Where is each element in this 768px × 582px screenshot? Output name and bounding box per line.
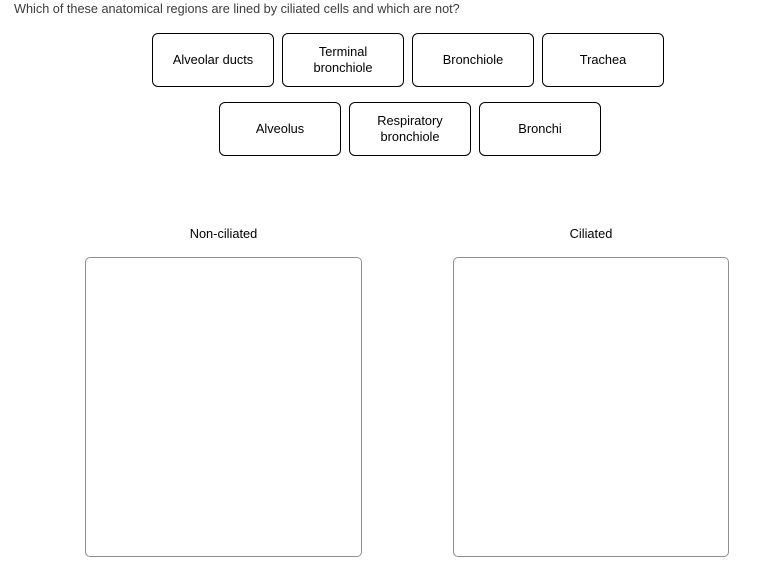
dropzone-group-non-ciliated: Non-ciliated	[85, 225, 362, 557]
dropzone-ciliated[interactable]	[453, 257, 729, 557]
term-box-alveolus[interactable]: Alveolus	[219, 102, 341, 156]
term-box-alveolar-ducts[interactable]: Alveolar ducts	[152, 33, 274, 87]
dropzone-title-ciliated: Ciliated	[569, 226, 613, 241]
question-prompt: Which of these anatomical regions are li…	[14, 2, 460, 16]
term-box-label: Bronchiole	[442, 52, 504, 67]
term-box-label: Bronchi	[518, 121, 562, 136]
term-row-1: Alveolar ducts Terminal bronchiole Bronc…	[152, 33, 664, 87]
term-box-label: Respiratory bronchiole	[377, 113, 443, 144]
term-box-terminal-bronchiole[interactable]: Terminal bronchiole	[282, 33, 404, 87]
term-box-respiratory-bronchiole[interactable]: Respiratory bronchiole	[349, 102, 471, 156]
dropzone-non-ciliated[interactable]	[85, 257, 362, 557]
term-box-label: Alveolar ducts	[172, 52, 254, 67]
term-row-2: Alveolus Respiratory bronchiole Bronchi	[219, 102, 601, 156]
term-box-trachea[interactable]: Trachea	[542, 33, 664, 87]
term-box-label: Terminal bronchiole	[313, 44, 373, 75]
term-box-bronchi[interactable]: Bronchi	[479, 102, 601, 156]
dropzone-group-ciliated: Ciliated	[453, 225, 729, 557]
dropzone-title-non-ciliated: Non-ciliated	[189, 226, 258, 241]
term-box-bronchiole[interactable]: Bronchiole	[412, 33, 534, 87]
term-box-label: Alveolus	[255, 121, 305, 136]
term-box-label: Trachea	[579, 52, 627, 67]
